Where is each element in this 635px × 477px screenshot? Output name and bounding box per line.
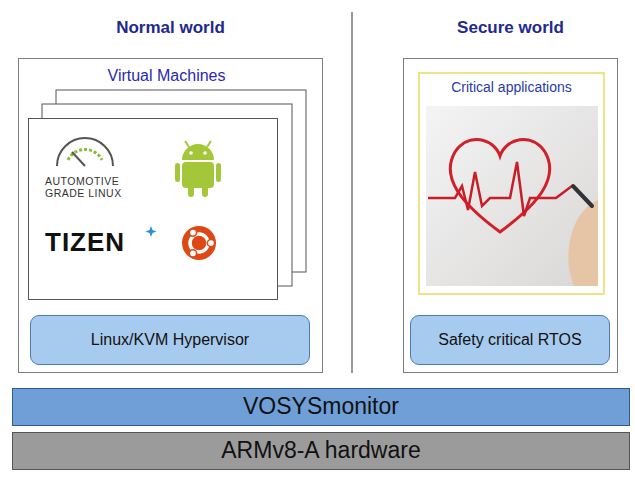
android-eye xyxy=(189,151,193,155)
world-divider xyxy=(352,12,353,373)
front-page-fill xyxy=(28,118,278,300)
label-holder: TIZEN xyxy=(45,228,155,257)
ubuntu-dot xyxy=(189,229,196,236)
android-leg xyxy=(202,184,208,197)
agl-gauge xyxy=(57,138,113,166)
android-antenna xyxy=(185,141,189,147)
logo-wordmark: AUTOMOTIVE GRADE LINUX xyxy=(45,176,129,199)
tizen-star xyxy=(146,226,157,237)
android-arm xyxy=(216,163,221,182)
android-leg xyxy=(188,184,194,197)
label-holder: AUTOMOTIVE GRADE LINUX xyxy=(45,176,129,199)
rtos-box: Safety critical RTOS xyxy=(410,315,610,365)
monitor-bar: VOSYSmonitor xyxy=(12,388,630,426)
box-label: Linux/KVM Hypervisor xyxy=(83,330,257,349)
world-panel: Normal worldVirtual MachinesLinux/KVM Hy… xyxy=(18,58,323,373)
heading: Critical applications xyxy=(420,74,603,96)
hypervisor-box: Linux/KVM Hypervisor xyxy=(30,315,310,365)
vm-stack: Virtual Machines xyxy=(28,118,278,300)
gauge-ticks xyxy=(68,149,102,160)
android-body xyxy=(182,162,214,188)
heading: Secure world xyxy=(403,18,618,38)
box-label: ARMv8-A hardware xyxy=(213,437,428,465)
android-logo xyxy=(175,141,221,197)
ubuntu-dot xyxy=(189,250,196,257)
heart-photo xyxy=(426,106,598,286)
android-antenna xyxy=(207,141,211,147)
box-label: VOSYSmonitor xyxy=(235,393,407,421)
gauge-needle xyxy=(72,152,85,166)
pen xyxy=(573,186,592,206)
ubuntu-logo xyxy=(182,226,216,260)
heart-outline xyxy=(450,140,550,232)
application-frame: Critical applications xyxy=(418,72,605,295)
logo-wordmark: TIZEN xyxy=(45,228,155,257)
ecg-line xyxy=(428,162,572,216)
android-arm xyxy=(175,163,180,182)
hardware-bar: ARMv8-A hardware xyxy=(12,432,630,470)
photo-ground xyxy=(426,106,598,286)
hand xyxy=(568,200,598,286)
ubuntu-dot xyxy=(207,239,214,246)
android-head xyxy=(182,144,214,160)
heading: Virtual Machines xyxy=(28,66,305,85)
heading: Normal world xyxy=(18,18,323,38)
ubuntu-disc xyxy=(182,226,216,260)
world-panel: Secure worldCritical applicationsSafety … xyxy=(403,58,618,373)
box-label: Safety critical RTOS xyxy=(430,330,589,349)
android-eye xyxy=(203,151,207,155)
gauge-arc xyxy=(57,138,113,166)
